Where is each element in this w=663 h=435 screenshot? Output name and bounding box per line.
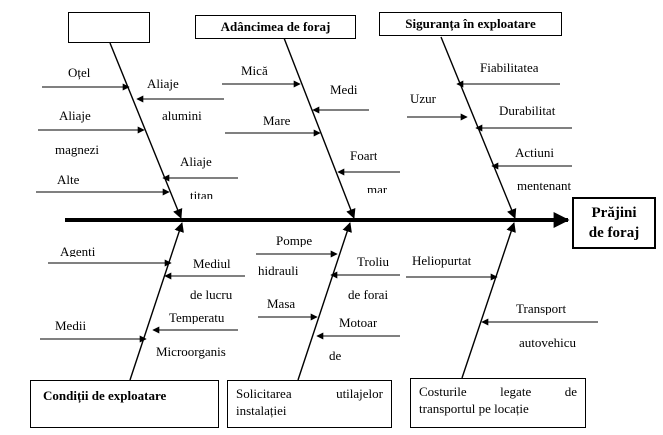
cause-durabilitat: Durabilitat bbox=[499, 103, 556, 118]
cause-motoar-1: Motoar bbox=[339, 315, 378, 329]
cause-foarte-2: mar bbox=[367, 182, 388, 193]
category-box-transport: Costurile legate de transportul pe locaț… bbox=[410, 378, 586, 428]
cause-transport-2: autovehicu bbox=[519, 335, 577, 350]
category-box-equipment: Solicitarea utilajelor instalației bbox=[227, 380, 392, 428]
cause-pompe-1: Pompe bbox=[276, 233, 313, 247]
cause-aliaje-mg-2: magnezi bbox=[55, 142, 100, 157]
category-box-depth: Adâncimea de foraj bbox=[195, 15, 356, 39]
category-transport-line2: transportul pe locație bbox=[419, 401, 529, 416]
effect-box: Prăjini de foraj bbox=[572, 197, 656, 249]
category-equipment-line1: Solicitarea utilajelor bbox=[236, 386, 383, 401]
effect-line1: Prăjini bbox=[591, 205, 637, 221]
bone-conditions bbox=[129, 222, 184, 381]
category-safety-label: Siguranța în exploatare bbox=[405, 16, 536, 31]
cause-transport-1: Transport bbox=[516, 301, 567, 315]
cause-medii: Medii bbox=[55, 318, 87, 332]
cause-mare: Mare bbox=[263, 113, 291, 128]
category-conditions-label: Condiții de exploatare bbox=[43, 388, 167, 403]
cause-foarte-1: Foart bbox=[350, 148, 378, 160]
cause-aliaje-ti-1: Aliaje bbox=[180, 154, 212, 169]
cause-motoar-2: de bbox=[329, 348, 342, 363]
bone-equipment bbox=[297, 222, 352, 381]
cause-troliu-2: de forai bbox=[348, 287, 389, 301]
cause-otel: Oțel bbox=[68, 65, 91, 80]
cause-mediul-1: Mediul bbox=[193, 256, 231, 270]
category-depth-label: Adâncimea de foraj bbox=[220, 19, 331, 34]
cause-mediul-2: de lucru bbox=[190, 287, 233, 300]
category-box-empty bbox=[68, 12, 150, 43]
cause-temperatu: Temperatu bbox=[169, 310, 225, 324]
bone-depth bbox=[283, 37, 356, 219]
cause-aliaje-mg-1: Aliaje bbox=[59, 108, 91, 123]
cause-heliopurtat: Heliopurtat bbox=[412, 253, 472, 268]
cause-agenti: Agenti bbox=[60, 244, 96, 257]
cause-masa: Masa bbox=[267, 296, 296, 311]
effect-line2: de foraj bbox=[588, 225, 640, 241]
cause-actiuni-2: mentenant bbox=[517, 178, 572, 193]
cause-actiuni-1: Actiuni bbox=[515, 145, 554, 160]
cause-pompe-2: hidrauli bbox=[258, 263, 299, 277]
cause-uzur: Uzur bbox=[410, 91, 436, 106]
category-transport-line1: Costurile legate de bbox=[419, 384, 577, 399]
bone-transport bbox=[461, 222, 516, 379]
cause-aliaje-al-1: Aliaje bbox=[147, 76, 179, 91]
category-equipment-line2: instalației bbox=[236, 403, 287, 418]
cause-aliaje-ti-2: titan bbox=[190, 188, 214, 199]
category-box-safety: Siguranța în exploatare bbox=[379, 12, 562, 36]
cause-troliu-1: Troliu bbox=[357, 254, 390, 268]
category-box-conditions: Condiții de exploatare bbox=[30, 380, 219, 428]
cause-fiabilitatea: Fiabilitatea bbox=[480, 60, 539, 72]
cause-microorganis: Microorganis bbox=[156, 344, 226, 359]
cause-medi: Medi bbox=[330, 82, 358, 97]
cause-alte: Alte bbox=[57, 172, 80, 187]
cause-mica: Mică bbox=[241, 63, 268, 78]
cause-aliaje-al-2: alumini bbox=[162, 108, 202, 123]
